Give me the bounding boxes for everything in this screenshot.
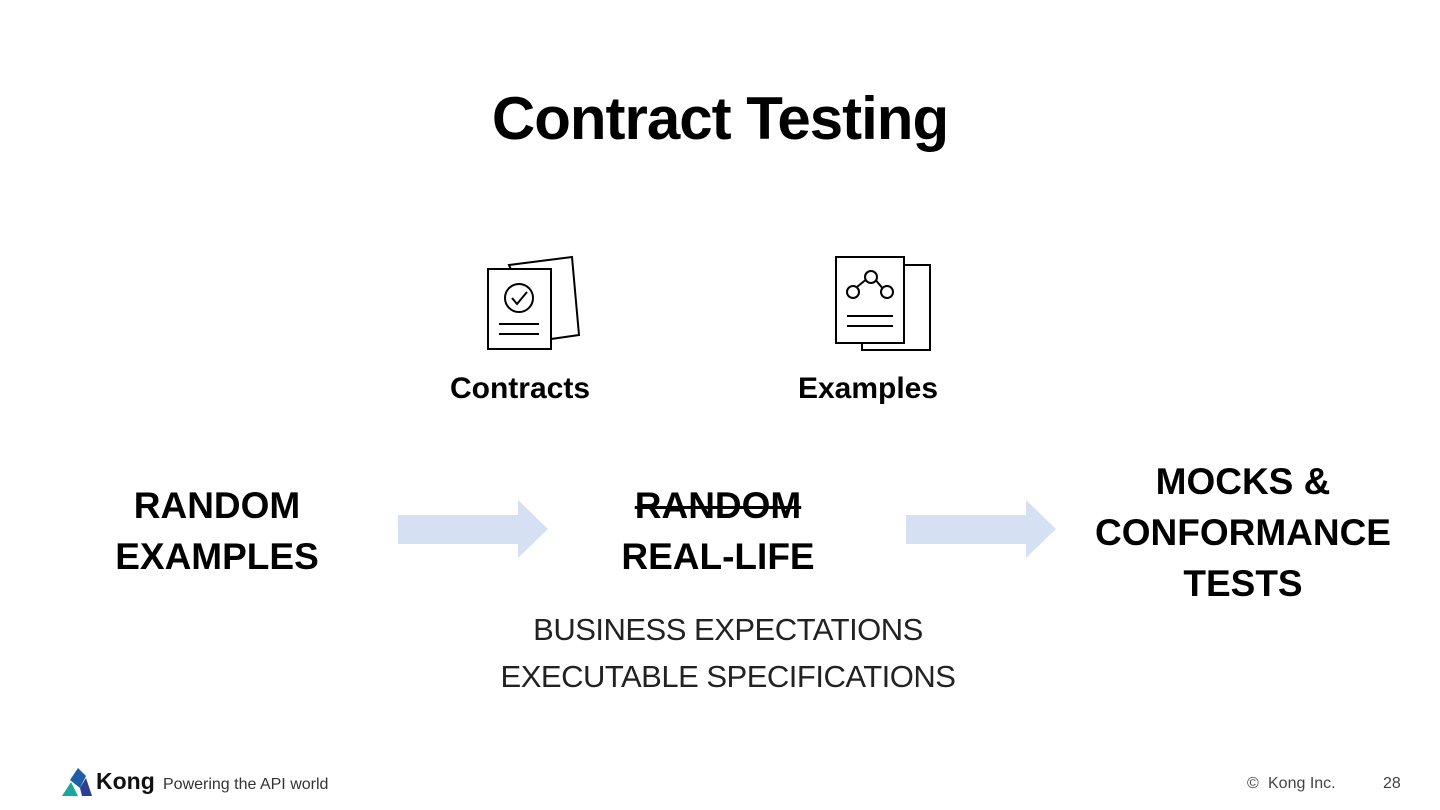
copyright-icon: ©: [1247, 775, 1259, 792]
page-number: 28: [1383, 775, 1401, 792]
footer-tagline: Powering the API world: [163, 776, 329, 793]
arrow-right-icon: [906, 500, 1056, 558]
executable-specifications-caption: EXECUTABLE SPECIFICATIONS: [500, 659, 956, 694]
mocks-line: MOCKS &: [1155, 461, 1331, 502]
tests-line: TESTS: [1183, 563, 1303, 604]
example-document-icon: [835, 256, 931, 351]
business-expectations-caption: BUSINESS EXPECTATIONS: [533, 612, 923, 647]
slide-title: Contract Testing: [491, 85, 949, 152]
examples-label: Examples: [797, 372, 939, 405]
conformance-line: CONFORMANCE: [1095, 512, 1391, 553]
random-examples-block: RANDOM EXAMPLES: [67, 480, 367, 582]
contract-document-icon: [487, 255, 581, 350]
real-life-block: RANDOM REAL-LIFE: [568, 480, 868, 582]
real-life-label: REAL-LIFE: [621, 536, 815, 577]
kong-logo-icon: [62, 768, 92, 796]
copyright-text: Kong Inc.: [1268, 775, 1336, 792]
mocks-conformance-block: MOCKS & CONFORMANCE TESTS: [1073, 456, 1413, 609]
random-examples-line-1: RANDOM: [133, 485, 301, 526]
random-examples-line-2: EXAMPLES: [115, 536, 319, 577]
contracts-label: Contracts: [449, 372, 591, 405]
brand-name: Kong: [96, 768, 155, 794]
struck-random-label: RANDOM: [634, 485, 802, 526]
arrow-right-icon: [398, 500, 548, 558]
